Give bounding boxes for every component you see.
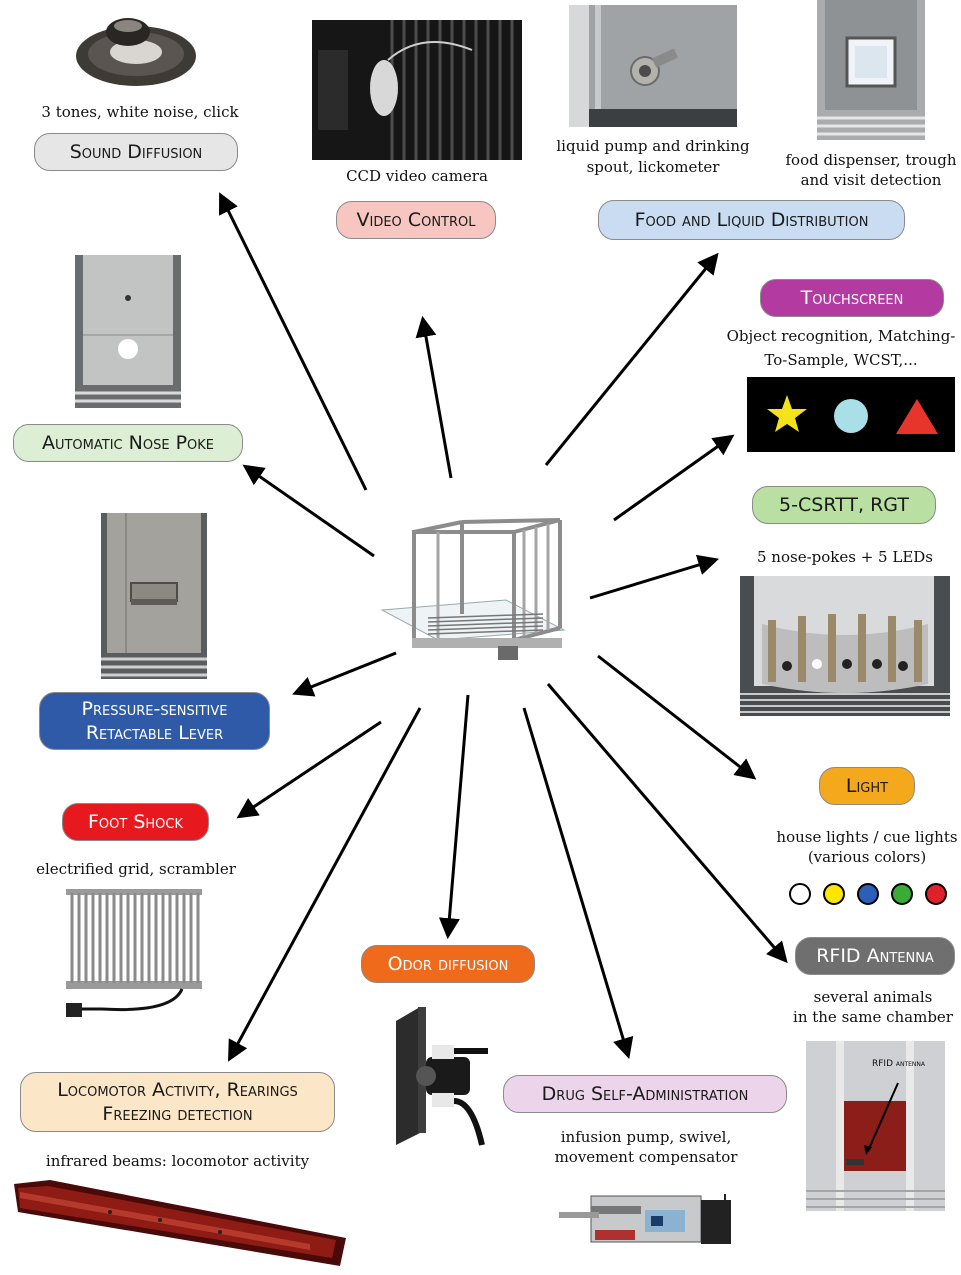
rfid-photo-label: RFID antenna — [872, 1059, 926, 1069]
lever-image — [101, 513, 207, 679]
locomotor-label-line1: Locomotor Activity, Rearings — [57, 1079, 298, 1101]
rfid-caption-line1: several animals — [813, 988, 933, 1006]
led-red — [925, 883, 947, 905]
light-caption-line2: (various colors) — [807, 848, 927, 866]
arrow-nosepoke — [242, 464, 375, 558]
shock-caption: electrified grid, scrambler — [36, 860, 236, 878]
touch-caption-line2: To-Sample, WCST,... — [764, 351, 918, 369]
arrow-video — [415, 315, 453, 479]
food-caption-line2: and visit detection — [800, 171, 942, 189]
arrow-food — [544, 252, 719, 466]
video-caption: CCD video camera — [346, 167, 488, 185]
locomotor-label: Locomotor Activity, Rearings Freezing de… — [20, 1072, 335, 1132]
shock-grid-image — [66, 889, 202, 1017]
liquid-caption-line2: spout, lickometer — [586, 158, 720, 176]
drug-caption-line2: movement compensator — [554, 1148, 738, 1166]
light-label: Light — [819, 767, 915, 805]
touchscreen-label: Touchscreen — [760, 279, 944, 317]
rfid-caption-line2: in the same chamber — [793, 1008, 953, 1026]
arrow-drug — [522, 707, 634, 1060]
led-white — [789, 883, 811, 905]
nose-poke-image — [75, 255, 181, 408]
csrtt-image — [740, 576, 950, 716]
rfid-chamber-drawing — [806, 1041, 945, 1211]
speaker-image — [76, 18, 196, 86]
csrtt-caption: 5 nose-pokes + 5 LEDs — [757, 548, 933, 566]
video-camera-image — [312, 20, 522, 160]
star-icon — [767, 395, 807, 432]
liquid-caption-line1: liquid pump and drinking — [556, 137, 750, 155]
food-liquid-label: Food and Liquid Distribution — [598, 200, 905, 240]
led-yellow — [823, 883, 845, 905]
arrow-shock — [236, 720, 382, 819]
arrow-touchscreen — [613, 434, 735, 522]
locomotor-caption: infrared beams: locomotor activity — [45, 1152, 310, 1170]
operant-chamber-image — [380, 518, 566, 660]
lever-label-line2: Retactable Lever — [85, 722, 224, 744]
arrow-csrtt — [589, 554, 720, 600]
rfid-label: RFID Antenna — [795, 937, 955, 975]
food-caption-line1: food dispenser, trough — [785, 151, 957, 169]
light-caption-line1: house lights / cue lights — [776, 828, 958, 846]
circle-icon — [834, 399, 868, 433]
odor-diffuser-image — [396, 1007, 488, 1146]
odor-label: Odor diffusion — [361, 945, 535, 983]
nose-poke-label: Automatic Nose Poke — [13, 424, 243, 462]
csrtt-label: 5-CSRTT, RGT — [752, 486, 936, 524]
rfid-antenna-image: RFID antenna — [806, 1041, 945, 1211]
video-control-label: Video Control — [336, 201, 496, 239]
led-green — [891, 883, 913, 905]
arrow-lever — [292, 651, 397, 697]
arrow-light — [597, 654, 757, 780]
touch-caption-line1: Object recognition, Matching- — [726, 327, 956, 345]
arrow-locomotor — [227, 707, 422, 1062]
drinking-spout-image — [569, 5, 737, 127]
sound-diffusion-label: Sound Diffusion — [34, 133, 238, 171]
infrared-beam-image — [14, 1180, 346, 1266]
triangle-icon — [896, 399, 938, 434]
food-dispenser-image — [817, 0, 925, 140]
infusion-pump-image — [559, 1194, 731, 1244]
light-leds — [789, 883, 947, 905]
drug-label: Drug Self-Administration — [503, 1075, 787, 1113]
arrow-odor — [438, 694, 470, 940]
touchscreen-image — [747, 377, 955, 452]
lever-label-line1: Pressure-sensitive — [81, 698, 228, 720]
arrow-rfid — [546, 683, 788, 964]
lever-label: Pressure-sensitive Retactable Lever — [39, 692, 270, 750]
led-blue — [857, 883, 879, 905]
sound-caption: 3 tones, white noise, click — [41, 103, 239, 121]
drug-caption-line1: infusion pump, swivel, — [560, 1128, 732, 1146]
locomotor-label-line2: Freezing detection — [102, 1103, 253, 1125]
arrow-sound — [219, 192, 368, 491]
foot-shock-label: Foot Shock — [62, 803, 209, 841]
